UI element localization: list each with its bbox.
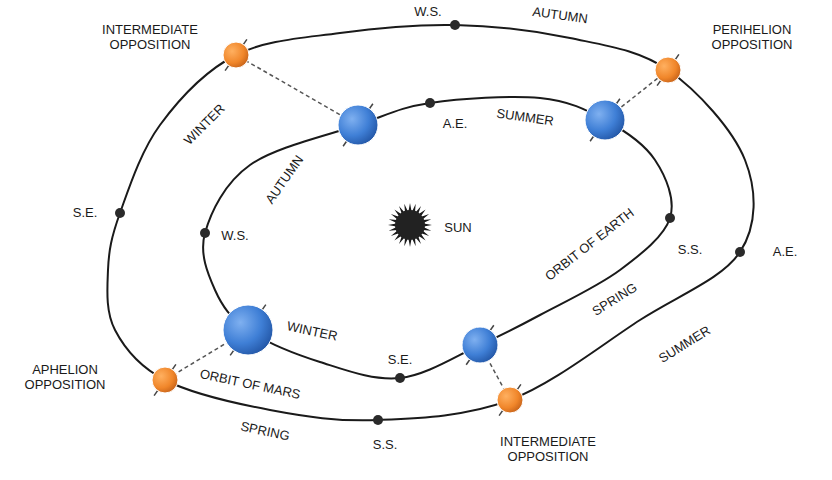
season-point-label: W.S. xyxy=(412,5,443,20)
sun-rays xyxy=(388,203,432,247)
mars-orbit xyxy=(107,25,753,420)
season-dot xyxy=(450,20,460,30)
earth-symbol xyxy=(585,100,625,140)
opposition-label: APHELION OPPOSITION xyxy=(6,363,125,393)
season-dot xyxy=(735,247,745,257)
season-label: AUTUMN xyxy=(262,151,308,208)
season-dot xyxy=(665,213,675,223)
mars-symbol xyxy=(223,42,249,68)
season-point-label: A.E. xyxy=(441,117,470,132)
season-point-label: S.E. xyxy=(386,353,415,368)
earth-symbol xyxy=(338,105,378,145)
sun-label: SUN xyxy=(442,221,473,236)
season-dot xyxy=(115,208,125,218)
earth-orbit xyxy=(203,97,672,378)
season-label: SPRING xyxy=(237,419,293,445)
season-point-label: S.E. xyxy=(71,206,100,221)
season-point-label: A.E. xyxy=(771,245,800,260)
season-label: SUMMER xyxy=(493,106,556,129)
mars-symbol xyxy=(152,367,178,393)
orbit-label: ORBIT OF EARTH xyxy=(541,204,639,285)
season-dot xyxy=(373,415,383,425)
earth-symbol xyxy=(462,327,498,363)
sun-disc xyxy=(395,210,425,240)
season-label: AUTUMN xyxy=(529,4,590,27)
season-point-label: W.S. xyxy=(219,229,250,244)
season-dot xyxy=(395,373,405,383)
season-point-label: S.S. xyxy=(371,438,400,453)
season-dot xyxy=(200,228,210,238)
mars-symbol xyxy=(497,387,523,413)
opposition-label: INTERMEDIATE OPPOSITION xyxy=(489,435,608,465)
season-label: WINTER xyxy=(283,319,340,345)
season-dot xyxy=(425,98,435,108)
opposition-label: INTERMEDIATE OPPOSITION xyxy=(91,23,210,53)
season-point-label: S.S. xyxy=(676,243,705,258)
opposition-label: PERIHELION OPPOSITION xyxy=(693,23,812,53)
opposition-line xyxy=(236,55,358,125)
season-label: SUMMER xyxy=(655,322,715,367)
mars-symbol xyxy=(655,57,681,83)
season-label: WINTER xyxy=(180,100,230,150)
earth-symbol xyxy=(223,305,273,355)
